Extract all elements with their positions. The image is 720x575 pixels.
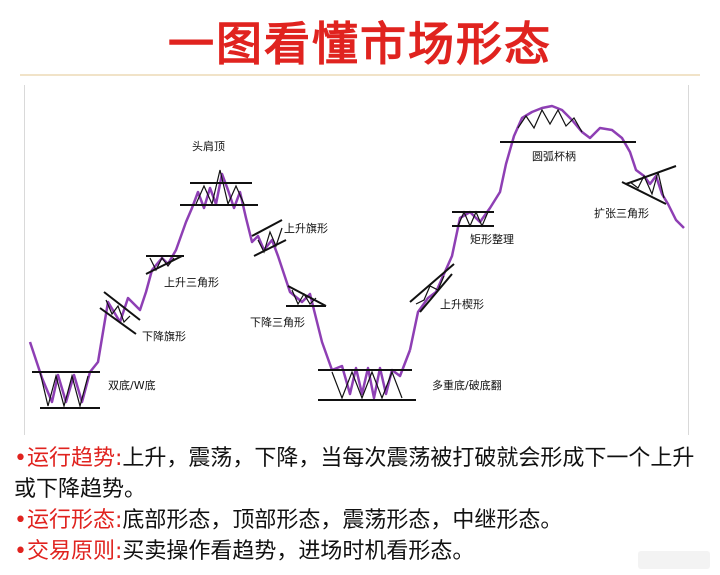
broadening-triangle-zigzag — [629, 171, 665, 199]
note-text: 底部形态，顶部形态，震荡形态，中继形态。 — [122, 508, 563, 533]
watermark — [638, 551, 710, 569]
price-line-right — [408, 104, 685, 351]
note-term: 运行形态 — [26, 508, 115, 533]
head-shoulders-zigzag — [195, 169, 245, 206]
label-double-bottom: 双底/W底 — [108, 378, 156, 392]
ascending-triangle-zigzag — [149, 256, 175, 272]
label-broadening-triangle: 扩张三角形 — [594, 206, 649, 220]
label-multiple-bottom: 多重底/破底翻 — [432, 378, 502, 392]
left-border — [24, 85, 25, 435]
price-line-left — [28, 172, 412, 404]
label-descending-triangle: 下降三角形 — [250, 315, 305, 329]
label-rectangle: 矩形整理 — [470, 232, 514, 246]
note-trend: •运行趋势:上升，震荡，下降，当每次震荡被打破就会形成下一个上升或下降趋势。 — [14, 446, 695, 502]
broadening-triangle-bottom — [621, 181, 667, 205]
rectangle-zigzag — [457, 210, 489, 228]
multiple-bottom-zigzag — [331, 370, 403, 400]
label-rising-wedge: 上升楔形 — [440, 298, 484, 311]
explanation-notes: •运行趋势:上升，震荡，下降，当每次震荡被打破就会形成下一个上升或下降趋势。 •… — [14, 443, 704, 567]
falling-flag-zigzag — [105, 299, 131, 324]
falling-flag-top — [103, 291, 141, 321]
note-term: 交易原则 — [26, 539, 115, 564]
label-falling-flag: 下降旗形 — [142, 329, 186, 343]
label-rising-flag: 上升旗形 — [284, 221, 328, 235]
descending-triangle-zigzag — [291, 289, 317, 306]
note-principle: •交易原则:买卖操作看趋势，进场时机看形态。 — [14, 539, 475, 564]
double-bottom-zigzag — [39, 371, 89, 409]
rising-flag-zigzag — [257, 227, 283, 254]
rising-wedge-top — [409, 263, 455, 303]
rising-wedge-bottom — [419, 273, 453, 313]
ascending-triangle-bottom — [145, 255, 183, 275]
label-ascending-triangle: 上升三角形 — [164, 276, 219, 289]
rising-flag-top — [251, 219, 283, 237]
note-text: 买卖操作看趋势，进场时机看形态。 — [122, 539, 475, 564]
page-title: 一图看懂市场形态 — [168, 17, 552, 71]
rising-flag-bottom — [253, 239, 287, 257]
title-divider — [20, 74, 700, 76]
broadening-triangle-top — [625, 165, 677, 185]
label-cup-handle: 圆弧杯柄 — [532, 149, 576, 163]
falling-flag-bottom — [99, 307, 137, 335]
label-head-shoulders: 头肩顶 — [192, 139, 225, 153]
right-border — [688, 85, 689, 435]
note-term: 运行趋势 — [26, 446, 115, 471]
descending-triangle-top — [287, 285, 327, 307]
rising-wedge-zigzag — [415, 275, 445, 305]
note-patterns: •运行形态:底部形态，顶部形态，震荡形态，中继形态。 — [14, 508, 563, 533]
note-text: 上升，震荡，下降，当每次震荡被打破就会形成下一个上升或下降趋势。 — [14, 446, 695, 502]
market-pattern-diagram: 头肩顶 上升旗形 上升三角形 下降旗形 下降三角形 双底/W底 多重底/破底翻 … — [28, 104, 685, 409]
cup-zigzag — [517, 108, 583, 133]
